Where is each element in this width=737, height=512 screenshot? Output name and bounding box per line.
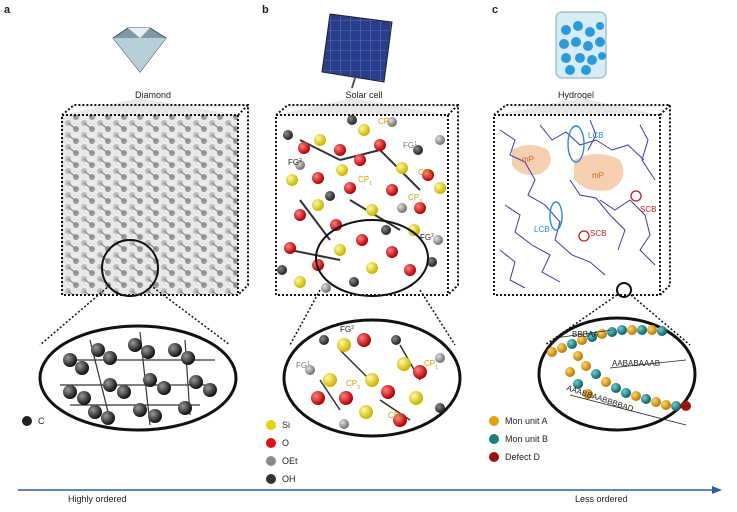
legend-label: Mon unit B xyxy=(505,434,549,444)
legend-a: C xyxy=(22,414,45,432)
zoom-circle-b xyxy=(315,219,429,297)
defect-d-icon xyxy=(489,452,499,462)
legend-label: Mon unit A xyxy=(505,416,548,426)
diamond-icon xyxy=(112,27,167,73)
o-atom-icon xyxy=(266,438,276,448)
legend-label: OEt xyxy=(282,456,298,466)
panel-b-letter: b xyxy=(262,4,269,16)
legend-item: OEt xyxy=(266,454,298,468)
sequence-1: BBBAA xyxy=(572,330,599,339)
legend-item: O xyxy=(266,436,298,450)
zoom-ellipse-a xyxy=(38,324,238,432)
svg-text:LCB: LCB xyxy=(534,225,550,234)
molecule-atoms-b xyxy=(277,115,446,293)
hydrogel-jar-icon xyxy=(555,11,607,79)
zoom-ellipse-b: FG2 FG1 CP1 CP3 CP2 xyxy=(282,318,462,438)
label-fg1: FG1 xyxy=(403,141,417,150)
axis-right-label: Less ordered xyxy=(575,494,628,504)
zoom-circle-c xyxy=(616,282,632,298)
legend-label: Defect D xyxy=(505,452,541,462)
solar-panel-icon xyxy=(321,13,393,89)
axis-left-label: Highly ordered xyxy=(68,494,127,504)
legend-item: C xyxy=(22,414,45,428)
carbon-atom-icon xyxy=(22,416,32,426)
legend-item: Defect D xyxy=(489,450,548,464)
panel-c-box xyxy=(493,104,671,296)
oet-group-icon xyxy=(266,456,276,466)
legend-label: OH xyxy=(282,474,296,484)
legend-item: Mon unit A xyxy=(489,414,548,428)
svg-text:SCB: SCB xyxy=(590,229,606,238)
panel-c-box-labels: LCB LCB mP mP SCB SCB xyxy=(522,131,656,238)
panel-a-letter: a xyxy=(4,4,11,16)
svg-text:mP: mP xyxy=(592,171,604,180)
sequence-2: AABABAAAB xyxy=(612,359,660,368)
zoom-circle-a xyxy=(101,239,159,297)
zoom-ellipse-c: BBBAA AABABAAAB AAABBAABBBBAD xyxy=(537,316,697,432)
legend-c: Mon unit A Mon unit B Defect D xyxy=(489,414,548,468)
panel-a-box xyxy=(61,104,249,296)
svg-text:FG2: FG2 xyxy=(340,325,354,334)
legend-item: OH xyxy=(266,472,298,486)
label-scb: SCB xyxy=(640,205,656,214)
panel-c-caption: Hydrogel xyxy=(557,90,595,100)
order-axis-arrowhead xyxy=(712,486,722,494)
legend-label: Si xyxy=(282,420,291,430)
mp-regions xyxy=(512,145,624,191)
label-lcb: LCB xyxy=(588,131,604,140)
label-fg2: FG2 xyxy=(288,158,302,167)
mon-unit-b-icon xyxy=(489,434,499,444)
legend-item: Mon unit B xyxy=(489,432,548,446)
label-mp: mP xyxy=(522,155,534,164)
legend-b: Si O OEt OH xyxy=(266,418,298,490)
legend-label: O xyxy=(282,438,290,448)
diamond-lattice xyxy=(62,115,238,295)
svg-text:FG1: FG1 xyxy=(296,361,310,370)
oh-group-icon xyxy=(266,474,276,484)
legend-label: C xyxy=(38,416,45,426)
mon-unit-a-icon xyxy=(489,416,499,426)
panel-b-caption: Solar cell xyxy=(345,90,383,100)
legend-item: Si xyxy=(266,418,298,432)
panel-a-projection xyxy=(62,98,238,115)
polymer-chains xyxy=(499,119,656,289)
si-atom-icon xyxy=(266,420,276,430)
panel-a-caption: Diamond xyxy=(134,90,172,100)
panel-c-letter: c xyxy=(492,4,499,16)
svg-text:FG2: FG2 xyxy=(420,233,434,242)
